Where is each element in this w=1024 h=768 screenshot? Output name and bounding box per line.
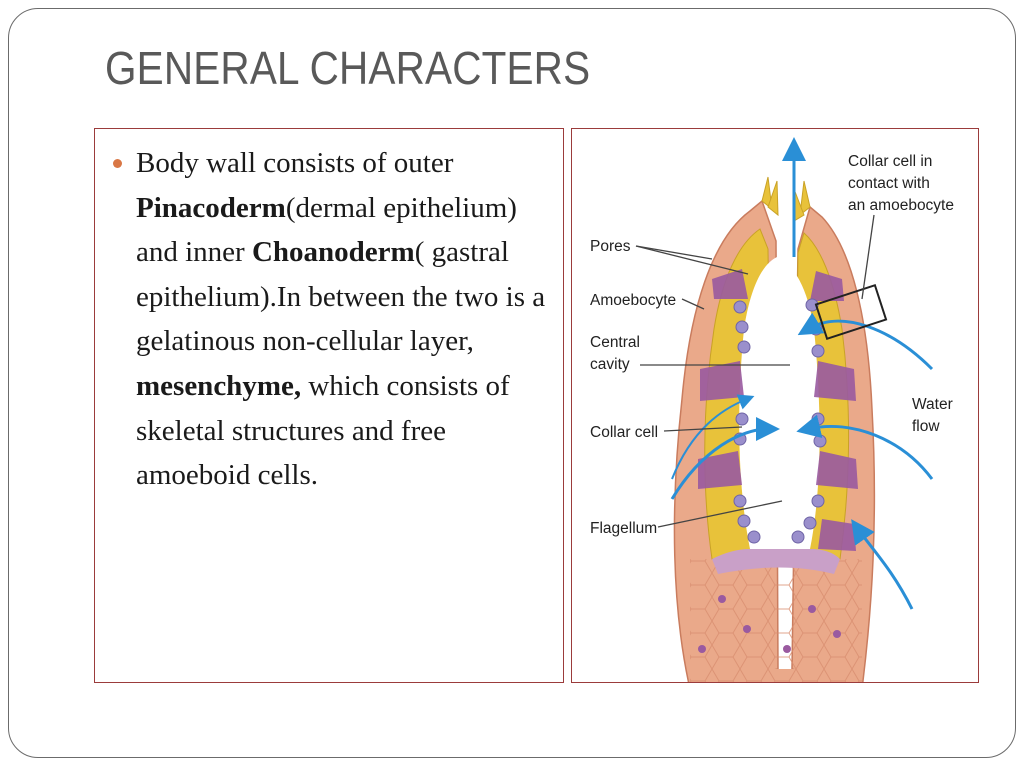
pores-group (698, 269, 858, 551)
bullet-dot-icon (113, 159, 122, 168)
bullet-item: Body wall consists of outer Pinacoderm(d… (107, 141, 552, 498)
bullet-text: Body wall consists of outer Pinacoderm(d… (136, 141, 552, 498)
label-collar-cell-contact-3: an amoebocyte (848, 197, 954, 214)
label-flagellum: Flagellum (590, 520, 657, 537)
pinacoderm-texture (690, 559, 862, 682)
text-part: (dermal epithelium) and inner (136, 191, 517, 269)
term-pinacoderm: Pinacoderm (136, 191, 286, 224)
label-water-flow-2: flow (912, 418, 940, 435)
label-collar-cell: Collar cell (590, 424, 658, 441)
ostia-dots-group (698, 595, 841, 653)
label-collar-cell-contact-1: Collar cell in (848, 153, 932, 170)
spicules-group (761, 176, 811, 222)
label-pores: Pores (590, 238, 631, 255)
cut-surface (712, 549, 840, 574)
text-content-box: Body wall consists of outer Pinacoderm(d… (94, 128, 564, 683)
sponge-diagram: Collar cell in contact with an amoebocyt… (590, 137, 954, 682)
sponge-diagram-box: Collar cell in contact with an amoebocyt… (571, 128, 979, 683)
term-mesenchyme: mesenchyme, (136, 369, 302, 402)
term-choanoderm: Choanoderm (251, 236, 415, 269)
label-leader-lines (635, 214, 875, 528)
slide: GENERAL CHARACTERS Body wall consists of… (8, 8, 1016, 758)
text-part: Body wall consists of outer (136, 147, 454, 179)
label-amoebocyte: Amoebocyte (590, 292, 676, 309)
collar-cells-group (733, 298, 827, 544)
label-water-flow-1: Water (912, 396, 953, 413)
water-flow-arrows (670, 137, 934, 610)
collar-cell-inset-box (814, 284, 888, 340)
label-collar-cell-contact-2: contact with (848, 175, 930, 192)
text-part: which consists of skeletal structures an… (136, 369, 510, 492)
label-central-cavity-1: Central (590, 334, 640, 351)
label-central-cavity-2: cavity (590, 356, 630, 373)
text-part: ( gastral epithelium).In between the two… (136, 236, 546, 358)
slide-title: GENERAL CHARACTERS (105, 42, 591, 94)
